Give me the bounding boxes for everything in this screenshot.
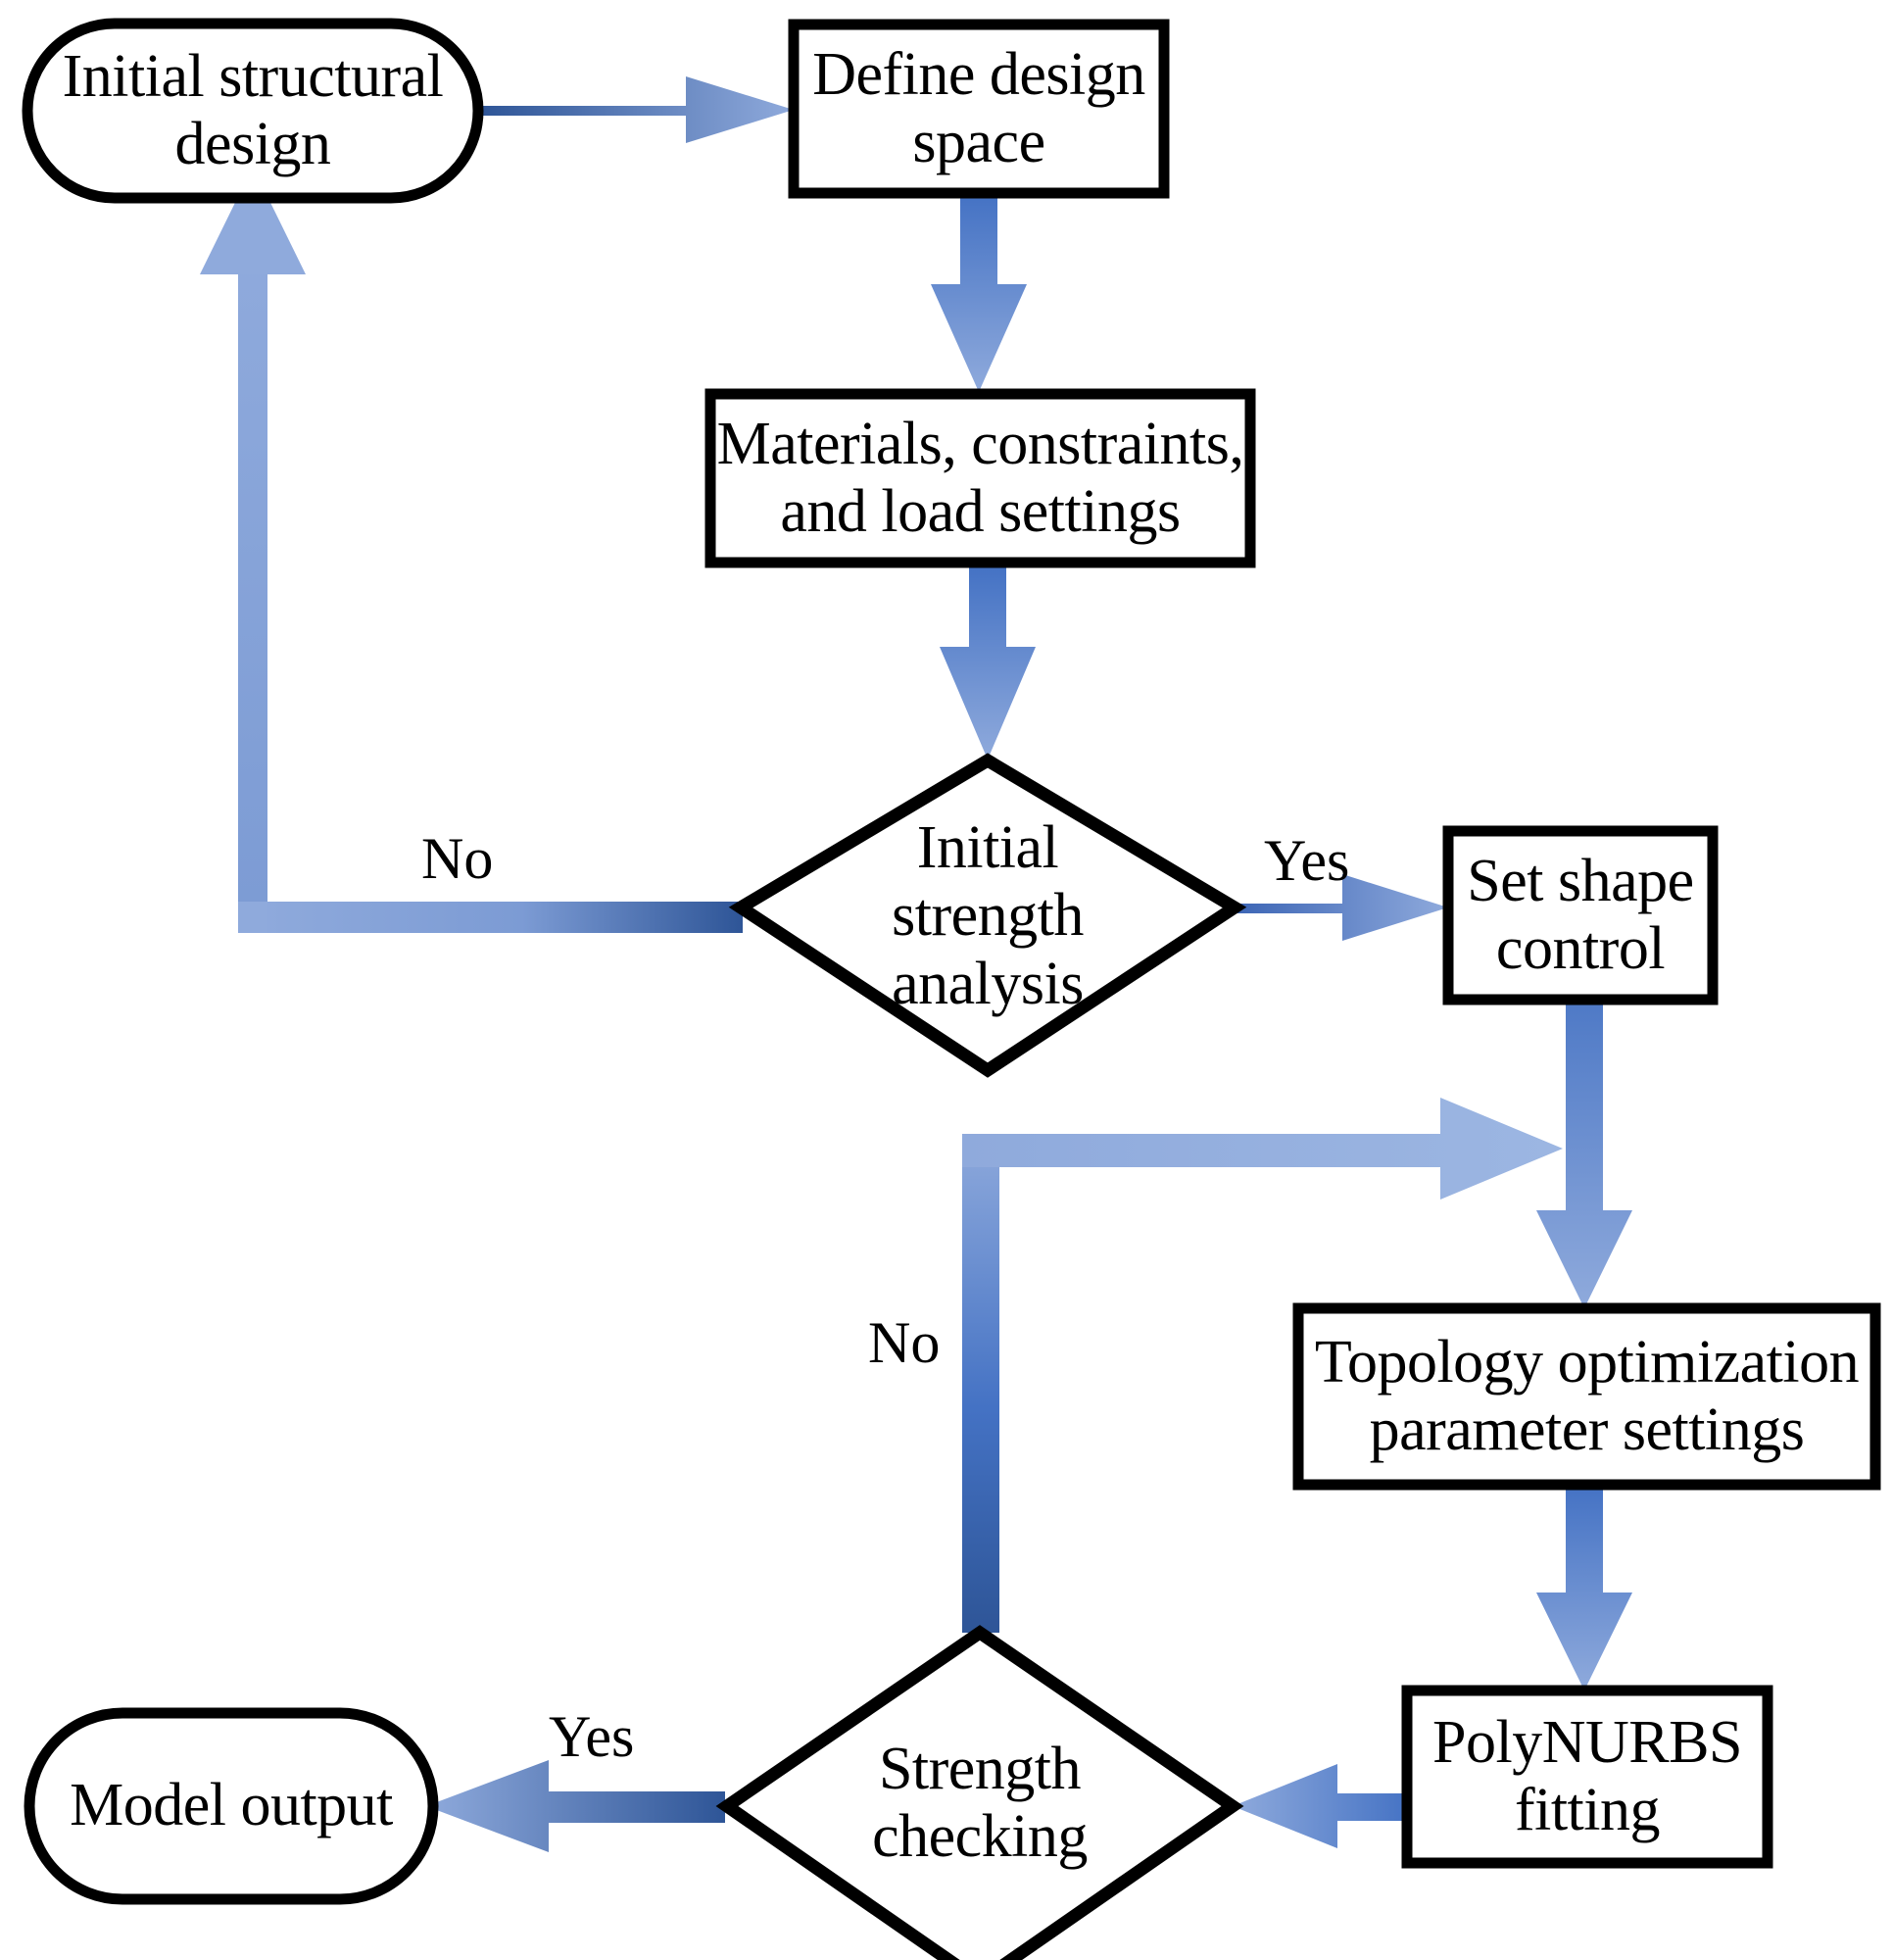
edge-materials-to-initial-strength	[940, 566, 1036, 760]
node-initial-strength-analysis[interactable]	[728, 753, 1247, 1078]
edge-topology-to-polynurbs	[1536, 1485, 1632, 1690]
edge-label-yes-initial-strength: Yes	[1264, 828, 1350, 893]
edge-polynurbs-to-strength-checking	[1233, 1764, 1411, 1848]
node-topology-optimization-parameters[interactable]	[1292, 1302, 1881, 1491]
edge-strength-checking-no-feedback	[962, 1098, 1563, 1633]
edge-label-yes-strength-checking: Yes	[549, 1704, 635, 1769]
edge-define-space-to-materials	[931, 194, 1027, 392]
node-define-design-space[interactable]	[788, 19, 1170, 199]
edge-strength-checking-yes-to-model-output	[426, 1760, 725, 1852]
node-model-output[interactable]	[24, 1707, 439, 1905]
node-polynurbs-fitting[interactable]	[1401, 1685, 1773, 1869]
node-strength-checking[interactable]	[715, 1625, 1244, 1960]
node-initial-structural-design[interactable]	[22, 18, 484, 204]
edge-label-no-strength-checking: No	[868, 1310, 941, 1375]
edge-set-shape-to-topology	[1536, 1000, 1632, 1308]
edge-initial-design-to-define-space	[480, 76, 794, 143]
edge-initial-strength-yes-to-set-shape	[1235, 874, 1448, 941]
node-materials-constraints-loads[interactable]	[704, 388, 1256, 568]
edge-initial-strength-no-to-initial-design	[200, 167, 743, 933]
node-set-shape-control[interactable]	[1442, 825, 1719, 1005]
edge-label-no-initial-strength: No	[421, 826, 494, 891]
